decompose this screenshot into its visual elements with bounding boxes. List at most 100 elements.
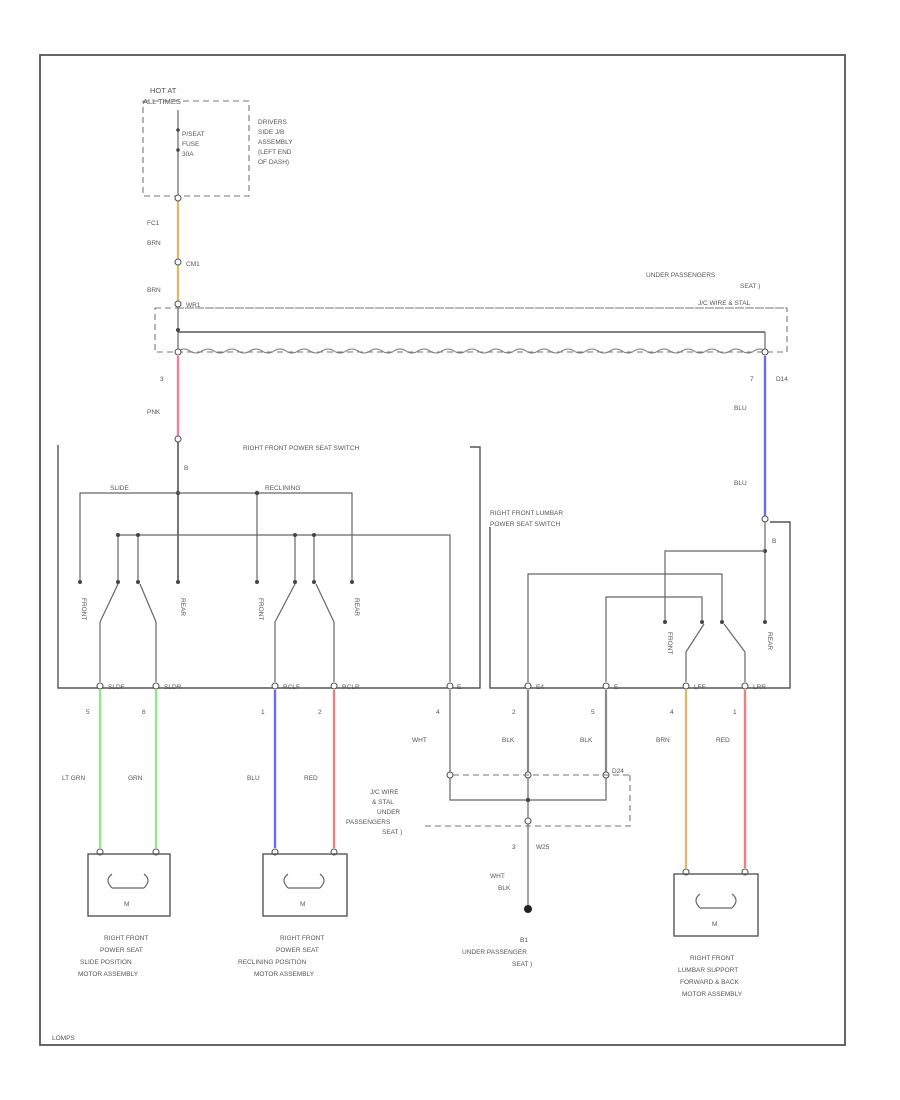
- ground-label-3: UNDER: [377, 809, 400, 816]
- fuse-label-2: FUSE: [182, 141, 200, 148]
- pin-1: 1: [261, 709, 265, 716]
- recline-motor-label-3: RECLINING POSITION: [238, 959, 307, 966]
- recline-front-contact: [274, 583, 296, 623]
- lumbar-contact-rear: REAR: [766, 632, 773, 650]
- lumbar-rear-contact: [723, 623, 746, 653]
- slide-motor: M: [87, 848, 171, 917]
- hot-at-line1: HOT AT: [150, 86, 177, 95]
- lumbar-contact-front: FRONT: [666, 632, 673, 654]
- pin-fc1: FC1: [147, 220, 160, 227]
- ground-label-1: J/C WIRE: [370, 789, 399, 796]
- seat-switch-pin-b: B: [184, 465, 188, 472]
- ground-wire-blk: BLK: [498, 885, 511, 892]
- ground-name-2: UNDER PASSENGER: [462, 949, 527, 956]
- lumbar-term-lrr: LRR: [753, 684, 766, 691]
- slide-contact-front: FRONT: [80, 598, 87, 620]
- ecu-label-2: SEAT ): [740, 283, 760, 290]
- recline-contact-rear: REAR: [353, 598, 360, 616]
- ecu-label-1: UNDER PASSENGERS: [646, 272, 716, 279]
- ecu-pin-right: 7: [750, 376, 754, 383]
- jc-shield-wave: [177, 348, 767, 354]
- ground-label-5: SEAT ): [382, 829, 402, 836]
- lumbar-motor-label-3: FORWARD & BACK: [680, 979, 740, 986]
- term-sldr: SLDR: [164, 684, 182, 691]
- ground-pin-name: D24: [612, 768, 624, 775]
- lumbar-wire-brn: BRN: [656, 737, 670, 744]
- ground-jc-outline: [424, 775, 631, 827]
- wire-grn: GRN: [128, 775, 143, 782]
- hot-at-line2: ALL TIMES: [143, 97, 181, 106]
- ground-pin-lower: 3: [512, 844, 516, 851]
- lumbar-motor-label-2: LUMBAR SUPPORT: [678, 967, 738, 974]
- wire-brn-1: BRN: [147, 240, 161, 247]
- lumbar-title-2: POWER SEAT SWITCH: [490, 521, 560, 528]
- lumbar-motor-label-4: MOTOR ASSEMBLY: [682, 991, 743, 998]
- reclining-label: RECLINING: [265, 485, 300, 492]
- pin-wr1: WR1: [186, 302, 201, 309]
- slide-front-contact: [99, 583, 119, 623]
- jb-label-1: DRIVERS: [258, 119, 288, 126]
- lumbar-pin-1: 1: [733, 709, 737, 716]
- lumbar-term-e4: E4: [536, 684, 544, 691]
- ground-wire-wht: WHT: [490, 873, 505, 880]
- motor-symbol-lumbar: M: [712, 921, 717, 928]
- wire-brn-2: BRN: [147, 287, 161, 294]
- wire-pnk: PNK: [147, 409, 161, 416]
- seat-switch-box: [57, 445, 481, 689]
- slide-contact-rear: REAR: [179, 598, 186, 616]
- fuse-box-outline: [142, 100, 250, 197]
- wire-red: RED: [304, 775, 318, 782]
- lumbar-title-1: RIGHT FRONT LUMBAR: [490, 510, 563, 517]
- lumbar-wire-red: RED: [716, 737, 730, 744]
- ecu-pin-left: 3: [160, 376, 164, 383]
- ground-label-4: PASSENGERS: [346, 819, 391, 826]
- lumbar-term-lff: LFF: [694, 684, 706, 691]
- term-rclf: RCLF: [283, 684, 300, 691]
- diagram-border: [39, 54, 846, 1046]
- slide-rear-contact: [139, 583, 157, 623]
- wire-wht: WHT: [412, 737, 427, 744]
- ground-pin-lower-name: W25: [536, 844, 550, 851]
- pin-2: 2: [318, 709, 322, 716]
- ground-name-1: B1: [520, 937, 528, 944]
- lumbar-pin-5: 5: [591, 709, 595, 716]
- lumbar-term-e: E: [614, 684, 619, 691]
- lumbar-pin-2: 2: [512, 709, 516, 716]
- term-rclr: RCLR: [342, 684, 360, 691]
- wire-blu: BLU: [247, 775, 260, 782]
- slide-motor-label-4: MOTOR ASSEMBLY: [78, 971, 139, 978]
- jb-label-2: SIDE J/B: [258, 129, 284, 136]
- jb-label-5: OF DASH): [258, 159, 289, 166]
- pin-cm1: CM1: [186, 261, 200, 268]
- ecu-pin-right-name: D14: [776, 376, 788, 383]
- lumbar-wire-blk-2: BLK: [580, 737, 593, 744]
- ground-label-2: & STAL: [372, 799, 394, 806]
- wire-lt-grn: LT GRN: [62, 775, 86, 782]
- slide-motor-label-1: RIGHT FRONT: [104, 935, 148, 942]
- slide-motor-label-3: SLIDE POSITION: [80, 959, 132, 966]
- term-e: E: [457, 684, 462, 691]
- recline-motor-label-1: RIGHT FRONT: [280, 935, 324, 942]
- recline-rear-contact: [315, 583, 335, 623]
- lumbar-pin-b: B: [772, 538, 776, 545]
- jb-label-4: (LEFT END: [258, 149, 292, 156]
- wire-blu-right-2: BLU: [734, 480, 747, 487]
- lumbar-motor: M: [673, 868, 759, 937]
- lumbar-motor-label-1: RIGHT FRONT: [690, 955, 734, 962]
- lumbar-front-contact: [685, 623, 705, 653]
- recline-contact-front: FRONT: [257, 598, 264, 620]
- footer-code: LOMPS: [52, 1035, 75, 1042]
- pin-5: 5: [86, 709, 90, 716]
- recline-motor-label-4: MOTOR ASSEMBLY: [254, 971, 315, 978]
- ground-point: [524, 905, 532, 913]
- pin-6: 6: [142, 709, 146, 716]
- jb-label-3: ASSEMBLY: [258, 139, 293, 146]
- slide-label: SLIDE: [110, 485, 129, 492]
- motor-symbol-recline: M: [300, 901, 305, 908]
- lumbar-wire-blk-1: BLK: [502, 737, 515, 744]
- slide-motor-label-2: POWER SEAT: [100, 947, 143, 954]
- reclining-motor: M: [262, 848, 348, 917]
- ecu-label-3: J/C WIRE & STAL: [698, 300, 751, 307]
- jc-connector-outline: [154, 307, 788, 353]
- term-sldf: SLDF: [108, 684, 125, 691]
